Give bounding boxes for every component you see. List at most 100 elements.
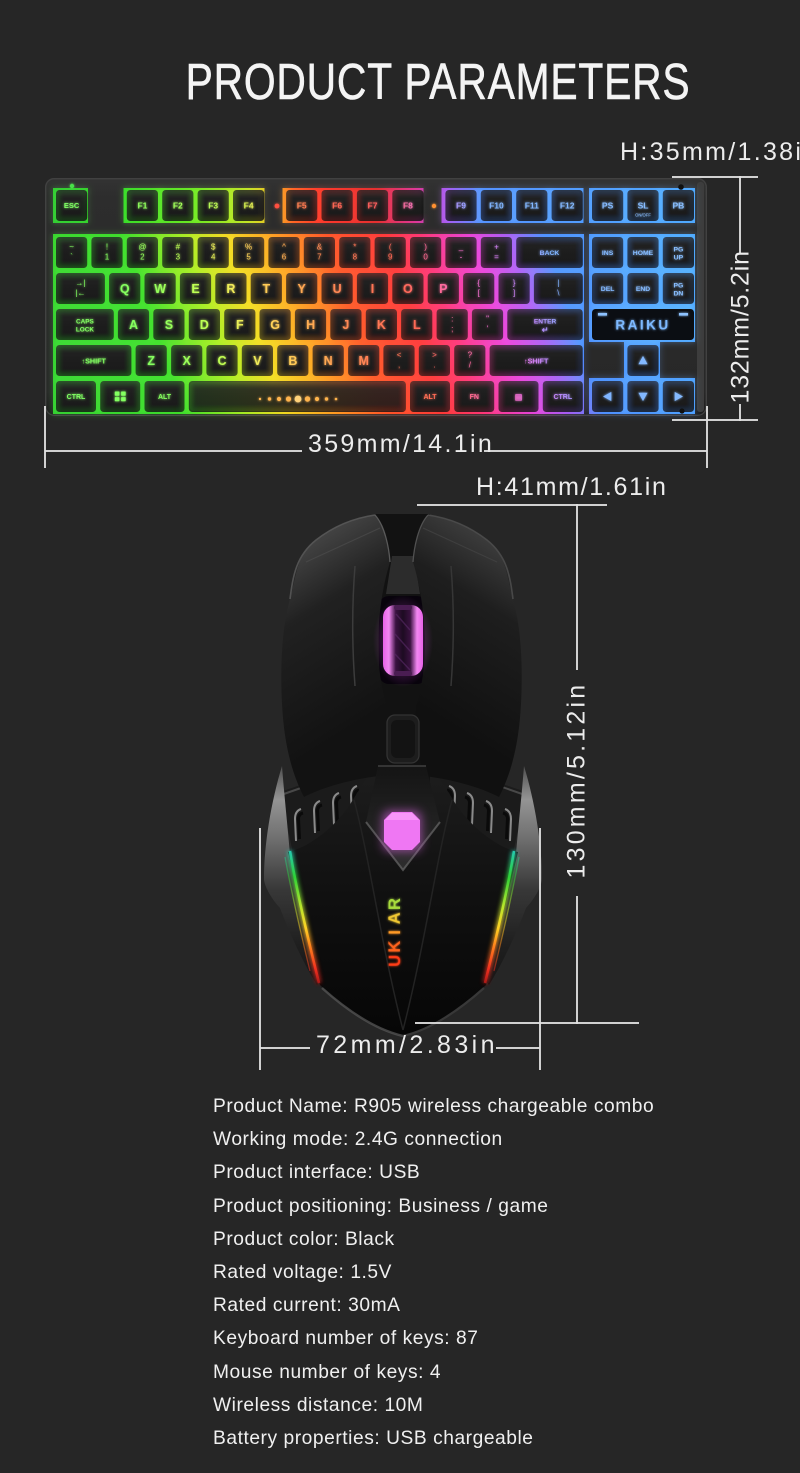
svg-text:↑SHIFT: ↑SHIFT	[524, 357, 549, 366]
svg-text:PS: PS	[602, 201, 614, 211]
svg-text:HOME: HOME	[633, 250, 654, 257]
svg-text:M: M	[358, 354, 368, 368]
svg-text:3: 3	[176, 252, 181, 261]
svg-text:ALT: ALT	[158, 394, 172, 401]
svg-text:#: #	[176, 243, 181, 252]
svg-text:F4: F4	[244, 201, 254, 211]
svg-text:`: `	[70, 252, 73, 261]
svg-text:@: @	[138, 243, 146, 252]
svg-text:→|: →|	[75, 279, 85, 288]
svg-text:$: $	[211, 243, 216, 252]
svg-text:Q: Q	[120, 282, 130, 296]
svg-text:{: {	[477, 279, 480, 288]
svg-text:F1: F1	[137, 201, 147, 211]
svg-text:ESC: ESC	[64, 201, 80, 210]
svg-text:K: K	[377, 318, 386, 332]
svg-text:H: H	[306, 318, 315, 332]
svg-text:F: F	[236, 318, 244, 332]
svg-text:B: B	[288, 354, 297, 368]
svg-text:]: ]	[513, 288, 515, 297]
svg-text:A: A	[129, 318, 138, 332]
svg-text:F6: F6	[332, 201, 342, 211]
svg-text:9: 9	[388, 252, 393, 261]
svg-text:DEL: DEL	[601, 286, 615, 293]
svg-text:FN: FN	[470, 394, 479, 401]
svg-text:L: L	[413, 318, 421, 332]
svg-text:W: W	[154, 282, 166, 296]
svg-text:PG: PG	[673, 283, 683, 290]
svg-text:Y: Y	[298, 282, 307, 296]
svg-text:F7: F7	[368, 201, 378, 211]
svg-text:6: 6	[282, 252, 287, 261]
svg-text:}: }	[513, 279, 516, 288]
svg-text:X: X	[183, 354, 192, 368]
svg-text:RAIKU: RAIKU	[615, 318, 670, 333]
svg-text:F11: F11	[525, 201, 539, 211]
svg-text:|: |	[557, 279, 559, 288]
svg-text:I: I	[371, 282, 374, 296]
svg-text:PG: PG	[673, 247, 683, 254]
svg-text:2: 2	[140, 252, 145, 261]
svg-text:SL: SL	[638, 201, 649, 211]
svg-text:ENTER: ENTER	[534, 319, 557, 326]
svg-text:~: ~	[69, 243, 74, 252]
svg-text:UP: UP	[674, 255, 684, 262]
svg-text:R: R	[226, 282, 235, 296]
svg-text:DN: DN	[673, 291, 683, 298]
svg-text::: :	[451, 315, 453, 324]
svg-text:;: ;	[451, 324, 453, 333]
svg-text:V: V	[253, 354, 262, 368]
svg-text:F12: F12	[560, 201, 575, 211]
svg-text:.: .	[433, 360, 435, 369]
svg-text:N: N	[324, 354, 333, 368]
svg-text:▤: ▤	[515, 393, 523, 402]
svg-text:<: <	[397, 351, 402, 360]
svg-text:1: 1	[105, 252, 110, 261]
svg-text:G: G	[270, 318, 280, 332]
svg-text:(: (	[389, 243, 392, 252]
svg-text:↵: ↵	[542, 326, 549, 335]
svg-text:INS: INS	[602, 250, 614, 257]
svg-text:): )	[424, 243, 427, 252]
svg-text:-: -	[460, 252, 463, 261]
svg-text:[: [	[478, 288, 481, 297]
svg-text:R: R	[386, 898, 404, 910]
svg-text:P: P	[439, 282, 447, 296]
svg-text:4: 4	[211, 252, 216, 261]
svg-text:F2: F2	[173, 201, 183, 211]
svg-text:LOCK: LOCK	[76, 327, 94, 334]
svg-text:?: ?	[468, 351, 473, 360]
svg-text:&: &	[317, 243, 323, 252]
svg-text:CTRL: CTRL	[553, 394, 572, 401]
svg-text:T: T	[262, 282, 270, 296]
svg-text:D: D	[200, 318, 209, 332]
svg-text:7: 7	[317, 252, 322, 261]
svg-text:': '	[487, 324, 489, 333]
svg-text:ALT: ALT	[423, 394, 437, 401]
svg-text:I: I	[386, 930, 404, 935]
svg-text:BACK: BACK	[540, 250, 560, 257]
svg-text:CTRL: CTRL	[67, 394, 86, 401]
svg-text:F10: F10	[489, 201, 504, 211]
svg-text:F9: F9	[456, 201, 466, 211]
svg-text:*: *	[353, 243, 356, 252]
svg-text:J: J	[342, 318, 349, 332]
svg-text:PB: PB	[672, 201, 684, 211]
svg-text:F3: F3	[208, 201, 218, 211]
svg-text:|←: |←	[75, 288, 85, 297]
svg-text:Z: Z	[147, 354, 155, 368]
svg-text:↑SHIFT: ↑SHIFT	[82, 357, 107, 366]
svg-text:%: %	[245, 243, 252, 252]
svg-text:=: =	[494, 252, 499, 261]
svg-text:!: !	[106, 243, 108, 252]
svg-text:E: E	[191, 282, 199, 296]
svg-text:C: C	[217, 354, 226, 368]
svg-text:U: U	[386, 955, 404, 967]
svg-text:F8: F8	[403, 201, 413, 211]
svg-text:0: 0	[423, 252, 428, 261]
svg-text:ON/OFF: ON/OFF	[635, 213, 651, 218]
svg-text:/: /	[469, 360, 472, 369]
svg-text:\: \	[557, 288, 560, 297]
svg-text:+: +	[494, 243, 499, 252]
svg-text:K: K	[386, 941, 404, 953]
